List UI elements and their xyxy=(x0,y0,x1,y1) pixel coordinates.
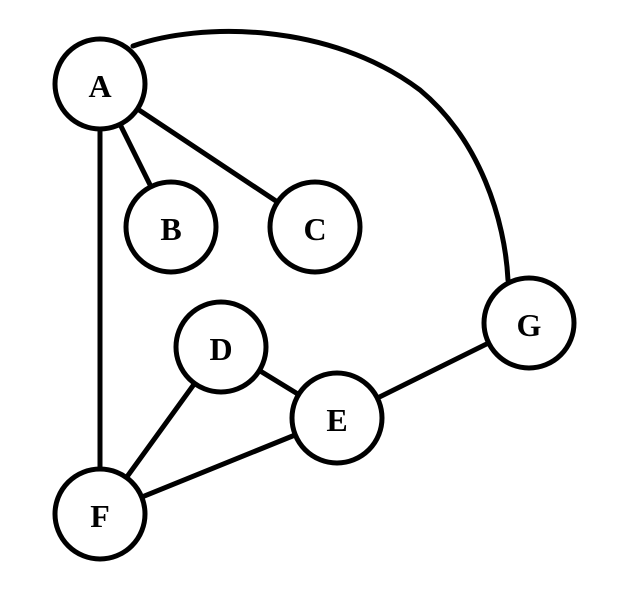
node-f: F xyxy=(52,466,148,562)
node-d: D xyxy=(173,299,269,395)
node-label: B xyxy=(160,211,181,247)
node-circle xyxy=(52,36,148,132)
node-circle xyxy=(123,179,219,275)
nodes-layer: A B C D E F G xyxy=(52,36,577,562)
node-label: E xyxy=(326,402,347,438)
node-label: F xyxy=(90,498,110,534)
node-a: A xyxy=(52,36,148,132)
node-e: E xyxy=(289,370,385,466)
node-label: G xyxy=(517,307,542,343)
node-circle xyxy=(267,179,363,275)
node-label: C xyxy=(303,211,326,247)
node-label: A xyxy=(88,68,111,104)
node-circle xyxy=(481,275,577,371)
edge-a-g xyxy=(130,28,511,283)
node-g: G xyxy=(481,275,577,371)
node-circle xyxy=(289,370,385,466)
node-label: D xyxy=(209,331,232,367)
node-b: B xyxy=(123,179,219,275)
node-c: C xyxy=(267,179,363,275)
node-circle xyxy=(52,466,148,562)
node-circle xyxy=(173,299,269,395)
